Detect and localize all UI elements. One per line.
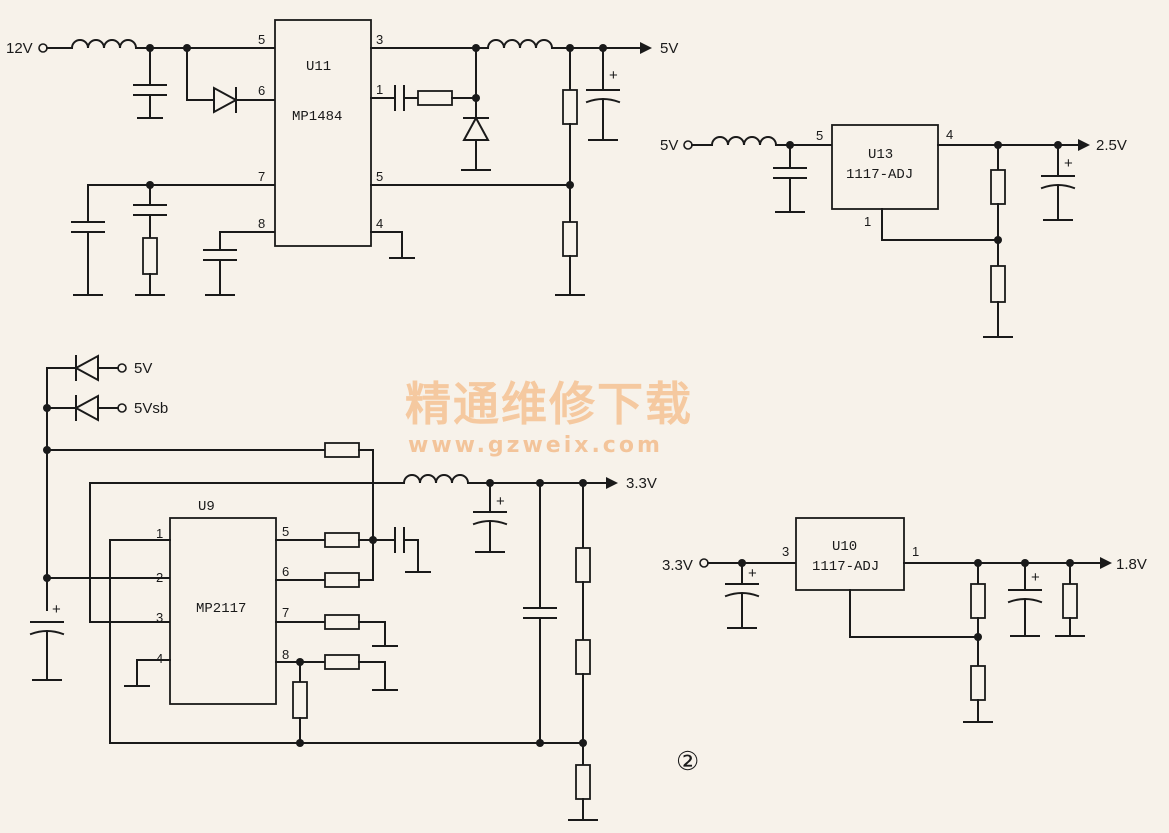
u9-pin-label: 4 [156, 651, 163, 666]
inductor-l3 [710, 136, 778, 147]
u11-pin-label: 8 [258, 216, 265, 231]
u9-pin-label: 3 [156, 610, 163, 625]
watermark-url: www.gzweix.com [408, 433, 663, 458]
u9-pin-label: 6 [282, 564, 289, 579]
u11-pin-label: 1 [376, 82, 383, 97]
polarity-mark: + [1064, 155, 1073, 172]
u13-pin-label: 4 [946, 127, 953, 142]
diode-d2 [462, 115, 490, 141]
u11-pin-label: 5 [376, 169, 383, 184]
u9-pin-label: 5 [282, 524, 289, 539]
polarity-mark: + [496, 493, 505, 510]
label-3-3v-out: 3.3V [626, 475, 657, 492]
u9-pin-label: 2 [156, 570, 163, 585]
label-5v-out: 5V [660, 40, 678, 57]
inductor-l1 [70, 39, 138, 50]
resistor [142, 237, 158, 275]
diode-d4 [73, 394, 99, 422]
u10-ref: U10 [832, 539, 857, 555]
diode-d1 [213, 86, 239, 114]
chip-u13 [831, 124, 939, 210]
u10-block: 3.3V + U10 1117-ADJ 3 1 1.8V + [662, 517, 1147, 723]
u13-pin-label: 5 [816, 128, 823, 143]
polarity-mark: + [609, 67, 618, 84]
terminal-12v [38, 43, 48, 53]
label-5v-in: 5V [660, 137, 678, 154]
polarity-mark: + [52, 601, 61, 618]
u11-pin-label: 6 [258, 83, 265, 98]
u11-pin-label: 7 [258, 169, 265, 184]
figure-number: ② [676, 747, 699, 777]
chip-u10 [795, 517, 905, 591]
inductor-l4 [402, 474, 470, 485]
chip-u11 [274, 19, 372, 247]
inductor-l2 [486, 39, 554, 50]
label-2-5v: 2.5V [1096, 137, 1127, 154]
polarity-mark: + [1031, 569, 1040, 586]
u11-pin-label: 5 [258, 32, 265, 47]
label-1-8v: 1.8V [1116, 556, 1147, 573]
label-3-3v-in: 3.3V [662, 557, 693, 574]
u11-part: MP1484 [292, 109, 342, 125]
u9-pin-label: 8 [282, 647, 289, 662]
u9-pin-label: 7 [282, 605, 289, 620]
u11-ref: U11 [306, 59, 331, 75]
u11-block: 12V [6, 19, 678, 296]
label-12v: 12V [6, 40, 33, 57]
watermark-title: 精通维修下载 [405, 377, 693, 431]
u9-ref: U9 [198, 499, 215, 515]
label-5vsb: 5Vsb [134, 400, 168, 417]
u9-part: MP2117 [196, 601, 246, 617]
u10-part: 1117-ADJ [812, 559, 879, 575]
u11-pin-label: 3 [376, 32, 383, 47]
diode-d3 [73, 354, 99, 382]
label-5v-diode: 5V [134, 360, 152, 377]
chip-u9 [169, 517, 277, 705]
u13-ref: U13 [868, 147, 893, 163]
u9-block: 5V 5Vsb + 3.3V + [29, 354, 657, 821]
u10-pin-label: 1 [912, 544, 919, 559]
u9-pin-label: 1 [156, 526, 163, 541]
u13-part: 1117-ADJ [846, 167, 913, 183]
polarity-mark: + [748, 565, 757, 582]
u10-pin-label: 3 [782, 544, 789, 559]
u13-pin-label: 1 [864, 214, 871, 229]
u13-block: 5V U13 1117-ADJ 5 4 1 2.5V + [660, 124, 1127, 338]
u11-pin-label: 4 [376, 216, 383, 231]
